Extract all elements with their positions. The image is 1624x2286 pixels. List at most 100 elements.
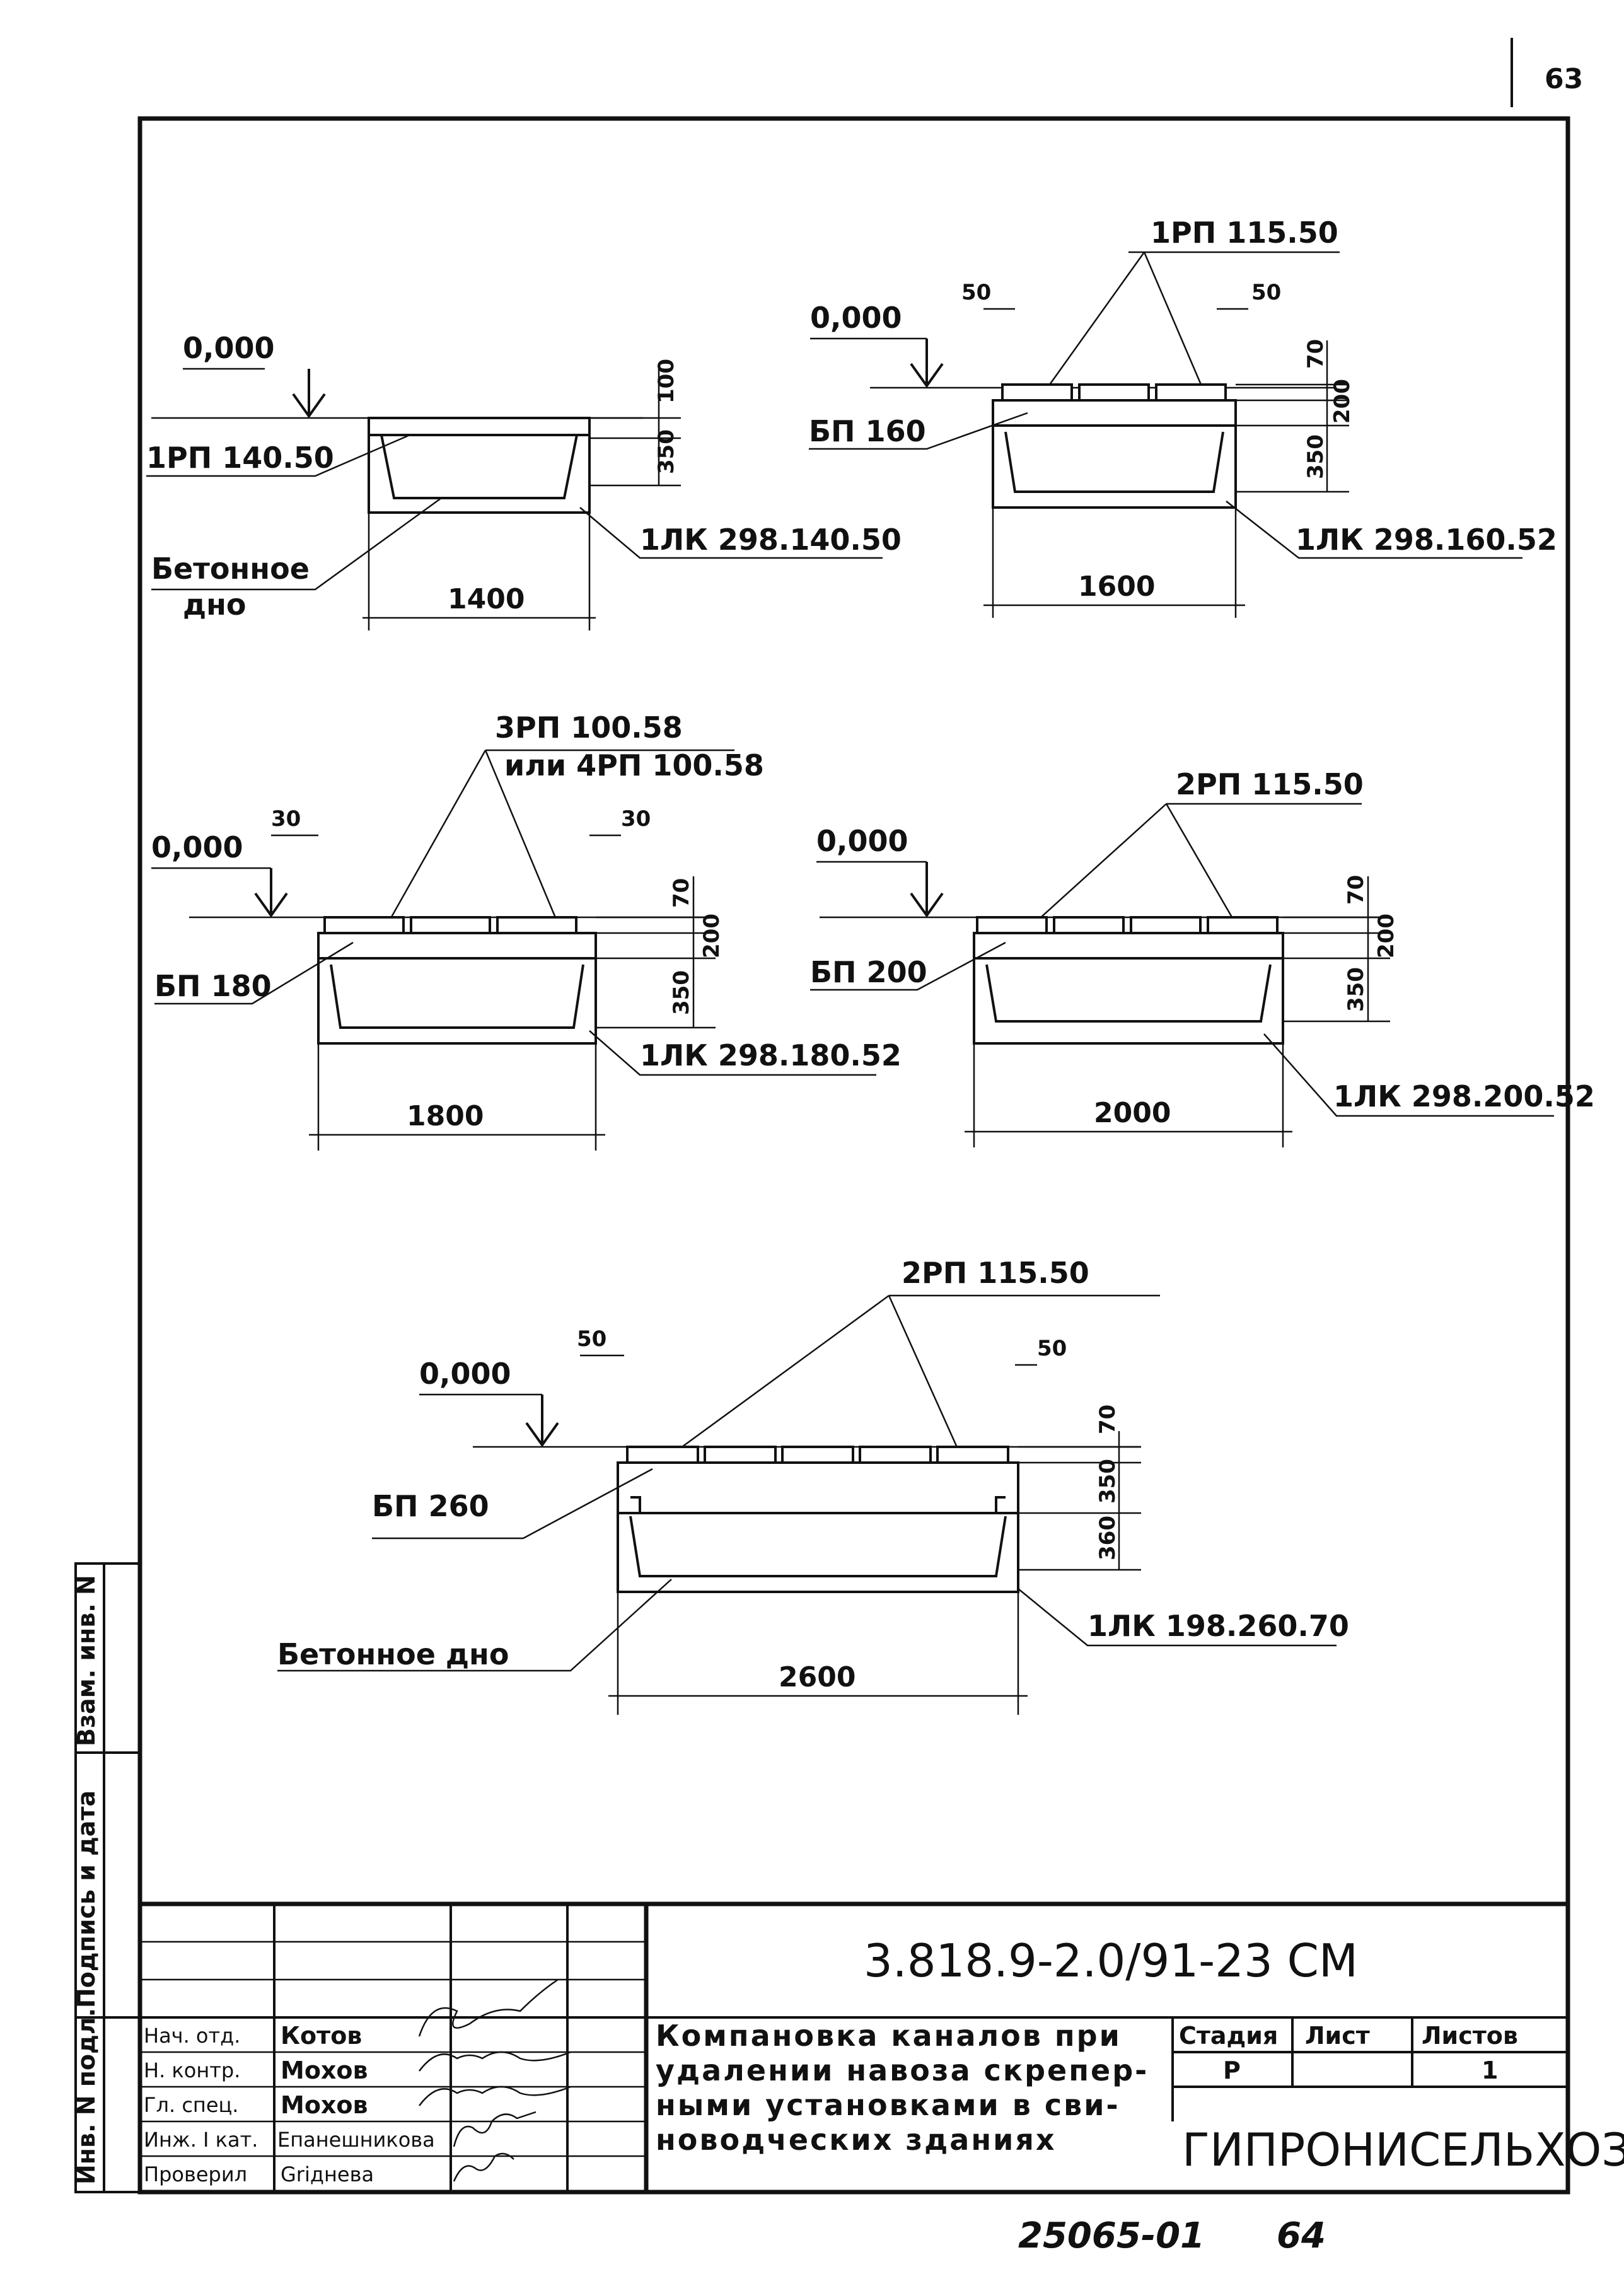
width-dim: 1800 — [407, 1100, 484, 1132]
section-1800: 3РП 100.58 или 4РП 100.58 30 30 0,000 70… — [151, 711, 902, 1151]
dim-200: 200 — [1330, 379, 1355, 424]
cover-alt-label: или 4РП 100.58 — [504, 748, 764, 782]
name-3: Мохов — [281, 2091, 368, 2119]
dim-70: 70 — [669, 878, 694, 908]
elevation-label: 0,000 — [810, 301, 902, 335]
sheets-value: 1 — [1482, 2057, 1498, 2084]
stage-value: Р — [1223, 2057, 1241, 2084]
slab-label: БП 260 — [372, 1489, 489, 1523]
signature-4 — [453, 2111, 536, 2147]
tray-label: 1ЛК 298.140.50 — [640, 523, 902, 557]
offset-left: 50 — [961, 280, 991, 305]
title-line-2: удалении навоза скрепер- — [656, 2053, 1149, 2087]
cover-slab — [1053, 916, 1125, 934]
tray-label: 1ЛК 298.180.52 — [640, 1038, 902, 1072]
cover-label: 3РП 100.58 — [495, 711, 683, 745]
dim-360: 360 — [1095, 1516, 1120, 1560]
dim-350: 350 — [1095, 1459, 1120, 1504]
elevation-label: 0,000 — [151, 830, 243, 864]
stamp-original-inv: Инв. N подл. — [72, 2008, 100, 2184]
role-4: Инж. I кат. — [144, 2128, 258, 2152]
role-5: Проверил — [144, 2162, 247, 2186]
offset-left: 30 — [271, 806, 301, 832]
width-dim: 2000 — [1094, 1097, 1171, 1129]
width-dim: 1400 — [448, 583, 525, 615]
cover-slab — [496, 916, 577, 934]
signature-1 — [418, 1978, 559, 2037]
cover-label: 2РП 115.50 — [902, 1256, 1089, 1290]
cover-slab — [1078, 383, 1150, 402]
archive-number: 25065-01 — [1018, 2215, 1205, 2256]
page-number: 63 — [1545, 63, 1583, 95]
cover-slab — [410, 916, 491, 934]
base-slab — [973, 932, 1284, 960]
slab-label: БП 160 — [809, 414, 926, 448]
stage-header: Стадия — [1179, 2022, 1278, 2050]
name-1: Котов — [281, 2022, 362, 2050]
slab-label: БП 180 — [154, 969, 272, 1003]
cover-slab — [781, 1446, 854, 1464]
name-5: Griднева — [281, 2162, 374, 2186]
sheets-header: Листов — [1422, 2022, 1518, 2050]
title-line-3: ными установками в сви- — [656, 2088, 1120, 2122]
drawing-frame — [137, 116, 1570, 2195]
dim-70: 70 — [1095, 1405, 1120, 1434]
dim-350: 350 — [654, 429, 679, 474]
tray-label: 1ЛК 198.260.70 — [1088, 1609, 1349, 1643]
signature-2 — [419, 2051, 571, 2072]
stamp-signature-date: Подпись и дата — [72, 1790, 100, 2008]
role-2: Н. контр. — [144, 2058, 240, 2082]
offset-right: 50 — [1251, 280, 1281, 305]
section-2600: 2РП 115.50 50 50 0,000 70 350 360 — [277, 1256, 1349, 1715]
tray-label: 1ЛК 298.200.52 — [1333, 1079, 1595, 1113]
signature-3 — [419, 2086, 571, 2106]
slab-label: БП 200 — [810, 955, 927, 989]
beton-label: Бетонное дно — [277, 1637, 509, 1671]
slab-label: 1РП 140.50 — [146, 441, 334, 475]
base-slab — [992, 399, 1237, 427]
stamp-replacement: Взам. инв. N — [72, 1575, 100, 1746]
title-line-4: новодческих зданиях — [656, 2123, 1057, 2157]
cover-slab — [704, 1446, 777, 1464]
dim-100: 100 — [654, 359, 679, 403]
base-slab — [317, 932, 597, 960]
organization: ГИПРОНИСЕЛЬХОЗ — [1182, 2123, 1624, 2176]
dim-70: 70 — [1343, 875, 1369, 905]
cover-slab — [1207, 916, 1279, 934]
role-1: Нач. отд. — [144, 2024, 240, 2048]
cover-slab — [936, 1446, 1009, 1464]
dim-200: 200 — [699, 914, 724, 958]
cover-label: 2РП 115.50 — [1176, 767, 1364, 801]
offset-right: 30 — [621, 806, 651, 832]
channel-body — [317, 957, 597, 1045]
cover-slab — [1001, 383, 1073, 402]
elevation-label: 0,000 — [816, 824, 908, 858]
document-code: 3.818.9-2.0/91-23 СМ — [864, 1934, 1358, 1987]
dim-350: 350 — [1343, 967, 1369, 1012]
sheet-number: 64 — [1277, 2215, 1326, 2256]
offset-left: 50 — [577, 1326, 606, 1352]
section-1600: 1РП 115.50 50 50 0,000 70 200 350 БП 160 — [809, 216, 1557, 618]
beton-label-b: дно — [183, 588, 246, 622]
offset-right: 50 — [1037, 1336, 1067, 1361]
section-2000: 2РП 115.50 0,000 70 200 350 БП 200 1ЛК 2… — [810, 767, 1595, 1147]
channel-body — [992, 424, 1237, 509]
signature-5 — [453, 2152, 514, 2182]
side-stamp: Взам. инв. N Подпись и дата Инв. N подл. — [72, 1562, 141, 2193]
upper-frame — [617, 1461, 1019, 1514]
channel-body — [973, 957, 1284, 1045]
cover-slab — [323, 916, 405, 934]
cover-label: 1РП 115.50 — [1151, 216, 1338, 250]
cover-slab — [626, 1446, 699, 1464]
channel-body — [617, 1512, 1019, 1593]
tray-label: 1ЛК 298.160.52 — [1296, 523, 1557, 557]
section-1400: 0,000 100 350 1РП 140.50 1ЛК 298.140.50 … — [146, 331, 902, 630]
dim-350: 350 — [1303, 434, 1328, 479]
cover-slab — [1130, 916, 1202, 934]
width-dim: 1600 — [1078, 571, 1155, 603]
title-block: Нач. отд. Котов Н. контр. Мохов Гл. спец… — [140, 1901, 1624, 2192]
dim-350: 350 — [669, 970, 694, 1015]
beton-label-a: Бетонное — [151, 552, 310, 586]
elevation-label: 0,000 — [419, 1357, 511, 1391]
